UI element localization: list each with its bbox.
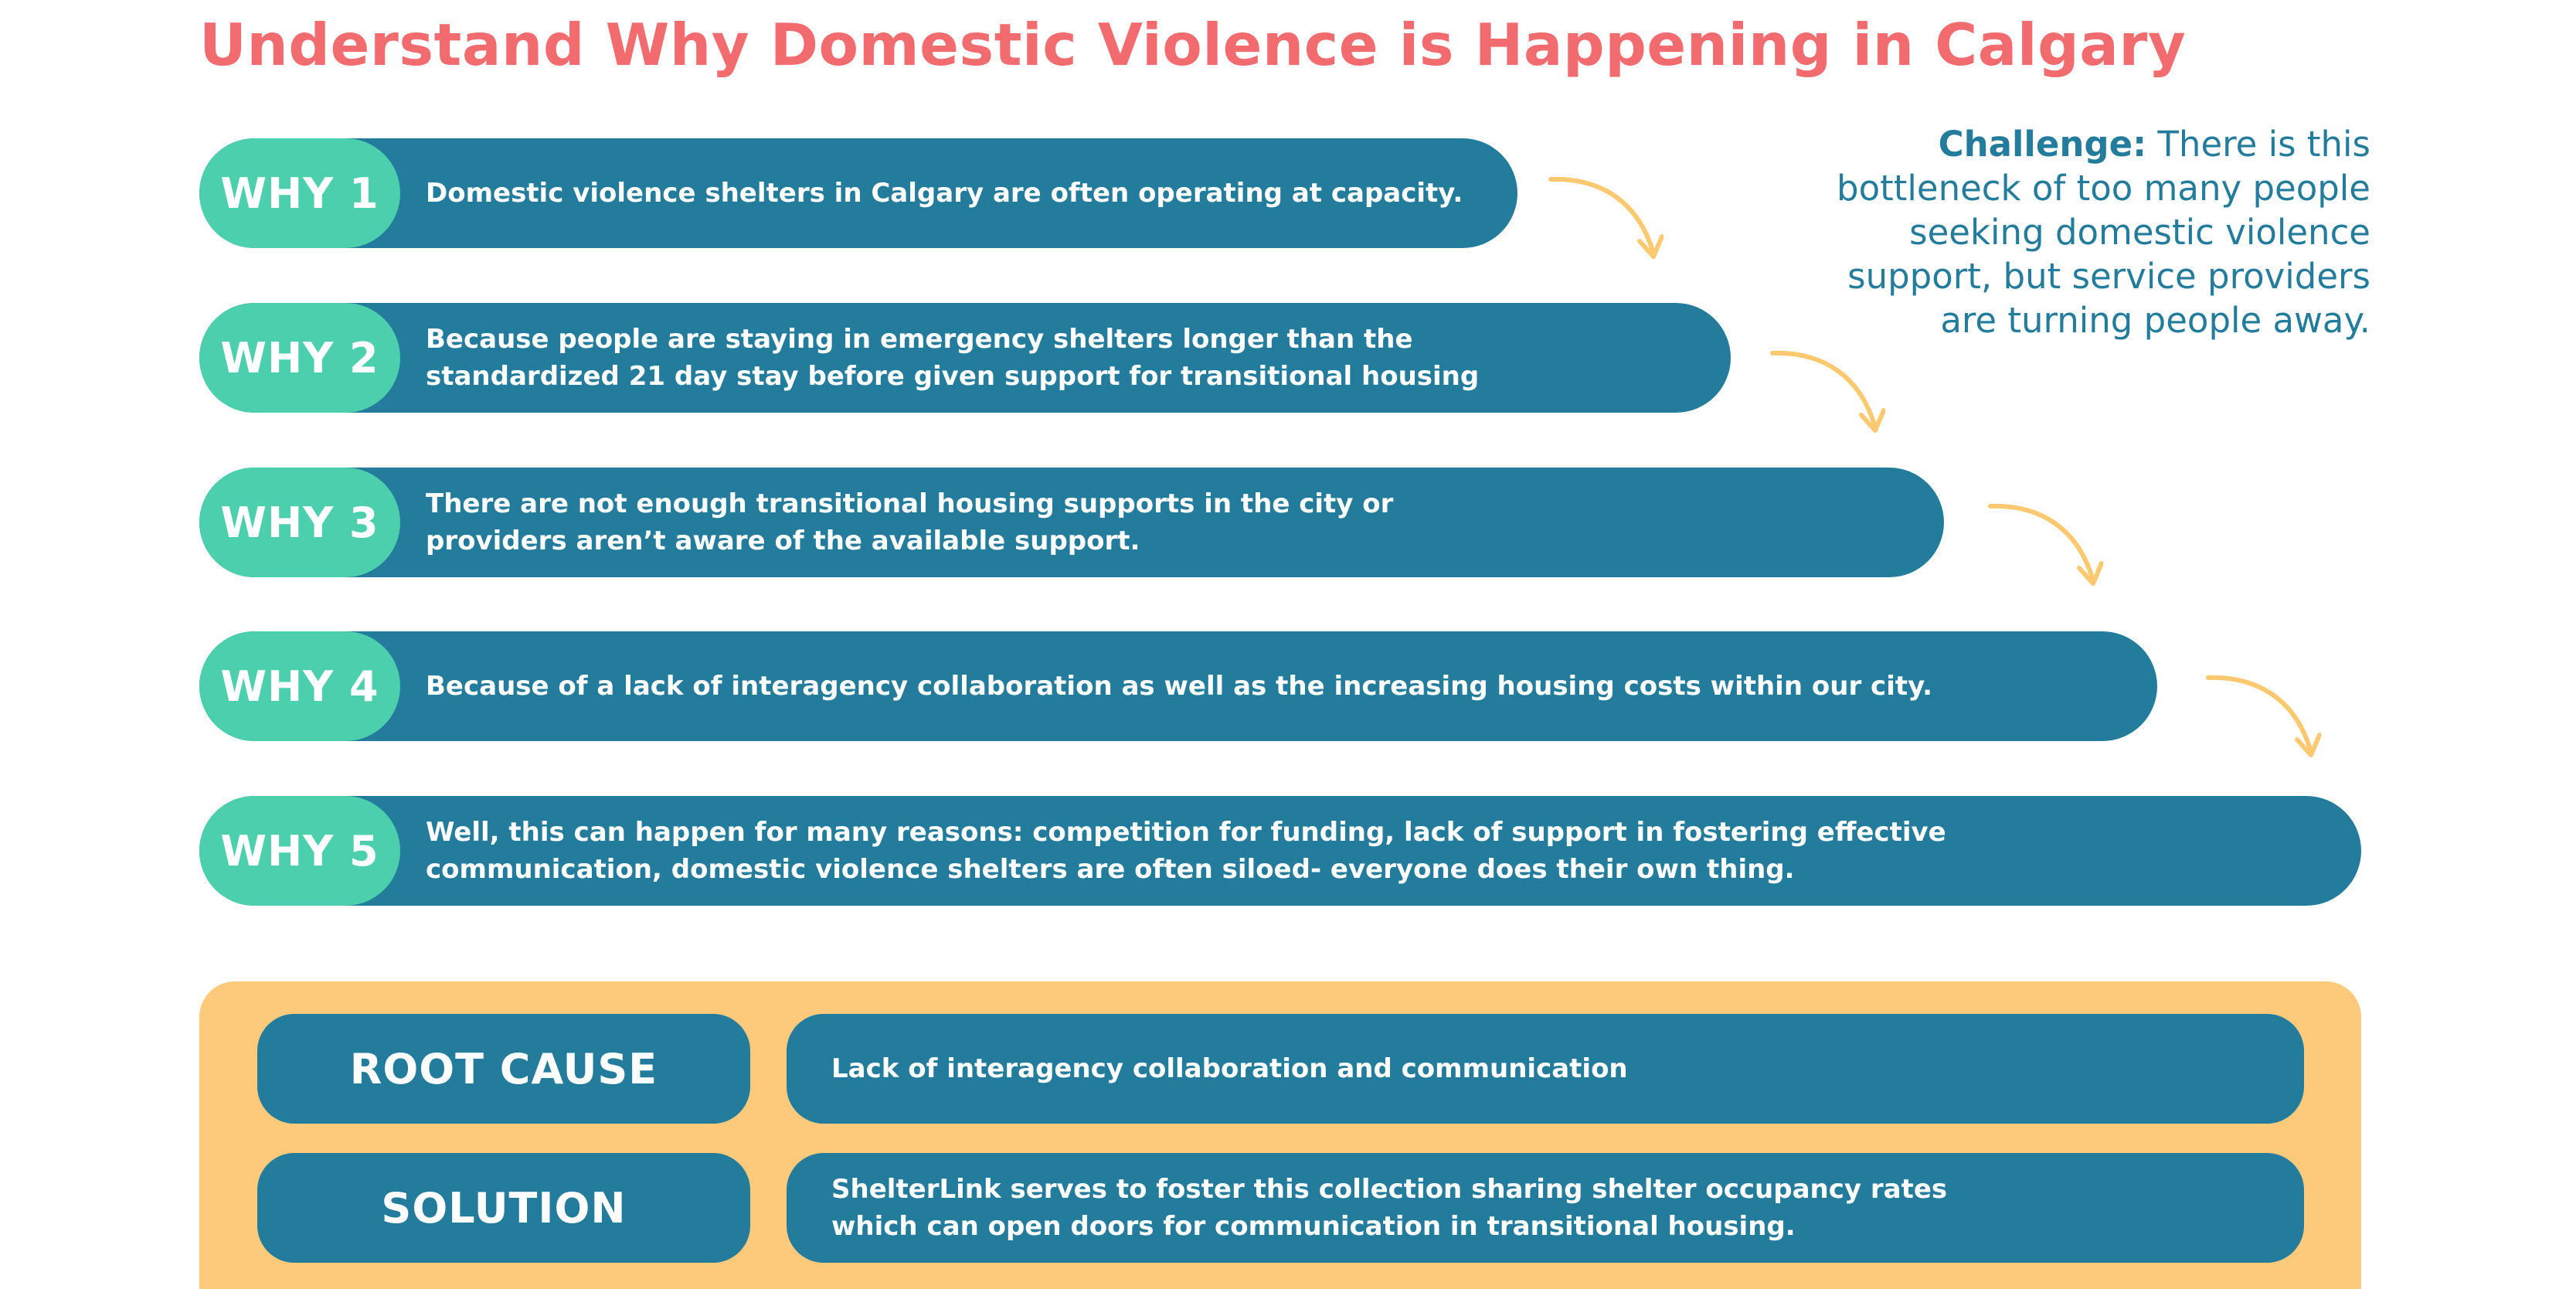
challenge-line: bottleneck of too many people — [1837, 168, 2370, 209]
why-row-5: WHY 5 Well, this can happen for many rea… — [199, 796, 2361, 906]
challenge-text: There is this — [2146, 124, 2370, 165]
curved-arrow-down-right-icon — [1988, 503, 2103, 586]
why-text-line: providers aren’t aware of the available … — [426, 525, 1140, 556]
why-badge-3: WHY 3 — [199, 468, 400, 577]
why-row-1: WHY 1 Domestic violence shelters in Calg… — [199, 138, 1517, 248]
root-cause-text: Lack of interagency collaboration and co… — [831, 1053, 1628, 1084]
why-row-4: WHY 4 Because of a lack of interagency c… — [199, 631, 2157, 741]
why-text-1: Domestic violence shelters in Calgary ar… — [426, 138, 1487, 248]
challenge-line: support, but service providers — [1847, 256, 2370, 297]
why-text-line: communication, domestic violence shelter… — [426, 854, 1795, 885]
why-text-2: Because people are staying in emergency … — [426, 303, 1700, 413]
solution-label: SOLUTION — [257, 1153, 750, 1263]
why-badge-2: WHY 2 — [199, 303, 400, 413]
why-text-4: Because of a lack of interagency collabo… — [426, 631, 2126, 741]
root-cause-solution-panel: ROOT CAUSE Lack of interagency collabora… — [199, 981, 2361, 1289]
why-badge-4: WHY 4 — [199, 631, 400, 741]
challenge-line-1: Challenge: There is this — [1700, 122, 2370, 166]
solution-value: ShelterLink serves to foster this collec… — [787, 1153, 2304, 1263]
why-text-line: There are not enough transitional housin… — [426, 488, 1394, 519]
why-badge-1: WHY 1 — [199, 138, 400, 248]
why-row-3: WHY 3 There are not enough transitional … — [199, 468, 1944, 577]
why-text-line: Because of a lack of interagency collabo… — [426, 671, 1933, 702]
why-text-line: Domestic violence shelters in Calgary ar… — [426, 178, 1463, 209]
curved-arrow-down-right-icon — [1548, 176, 1664, 259]
why-row-2: WHY 2 Because people are staying in emer… — [199, 303, 1731, 413]
root-cause-value: Lack of interagency collaboration and co… — [787, 1014, 2304, 1124]
challenge-line: seeking domestic violence — [1909, 212, 2370, 253]
challenge-line: are turning people away. — [1940, 300, 2370, 341]
curved-arrow-down-right-icon — [2206, 675, 2321, 757]
solution-text-line: ShelterLink serves to foster this collec… — [831, 1174, 1948, 1205]
challenge-label: Challenge: — [1938, 124, 2147, 165]
why-text-5: Well, this can happen for many reasons: … — [426, 796, 2330, 906]
why-text-line: Because people are staying in emergency … — [426, 324, 1413, 355]
why-text-line: Well, this can happen for many reasons: … — [426, 817, 1946, 848]
page-title: Understand Why Domestic Violence is Happ… — [199, 11, 2187, 79]
solution-text-line: which can open doors for communication i… — [831, 1211, 1796, 1242]
why-badge-5: WHY 5 — [199, 796, 400, 906]
challenge-statement: Challenge: There is this bottleneck of t… — [1700, 122, 2370, 342]
root-cause-label: ROOT CAUSE — [257, 1014, 750, 1124]
why-text-3: There are not enough transitional housin… — [426, 468, 1913, 577]
curved-arrow-down-right-icon — [1770, 350, 1885, 433]
why-text-line: standardized 21 day stay before given su… — [426, 361, 1480, 392]
